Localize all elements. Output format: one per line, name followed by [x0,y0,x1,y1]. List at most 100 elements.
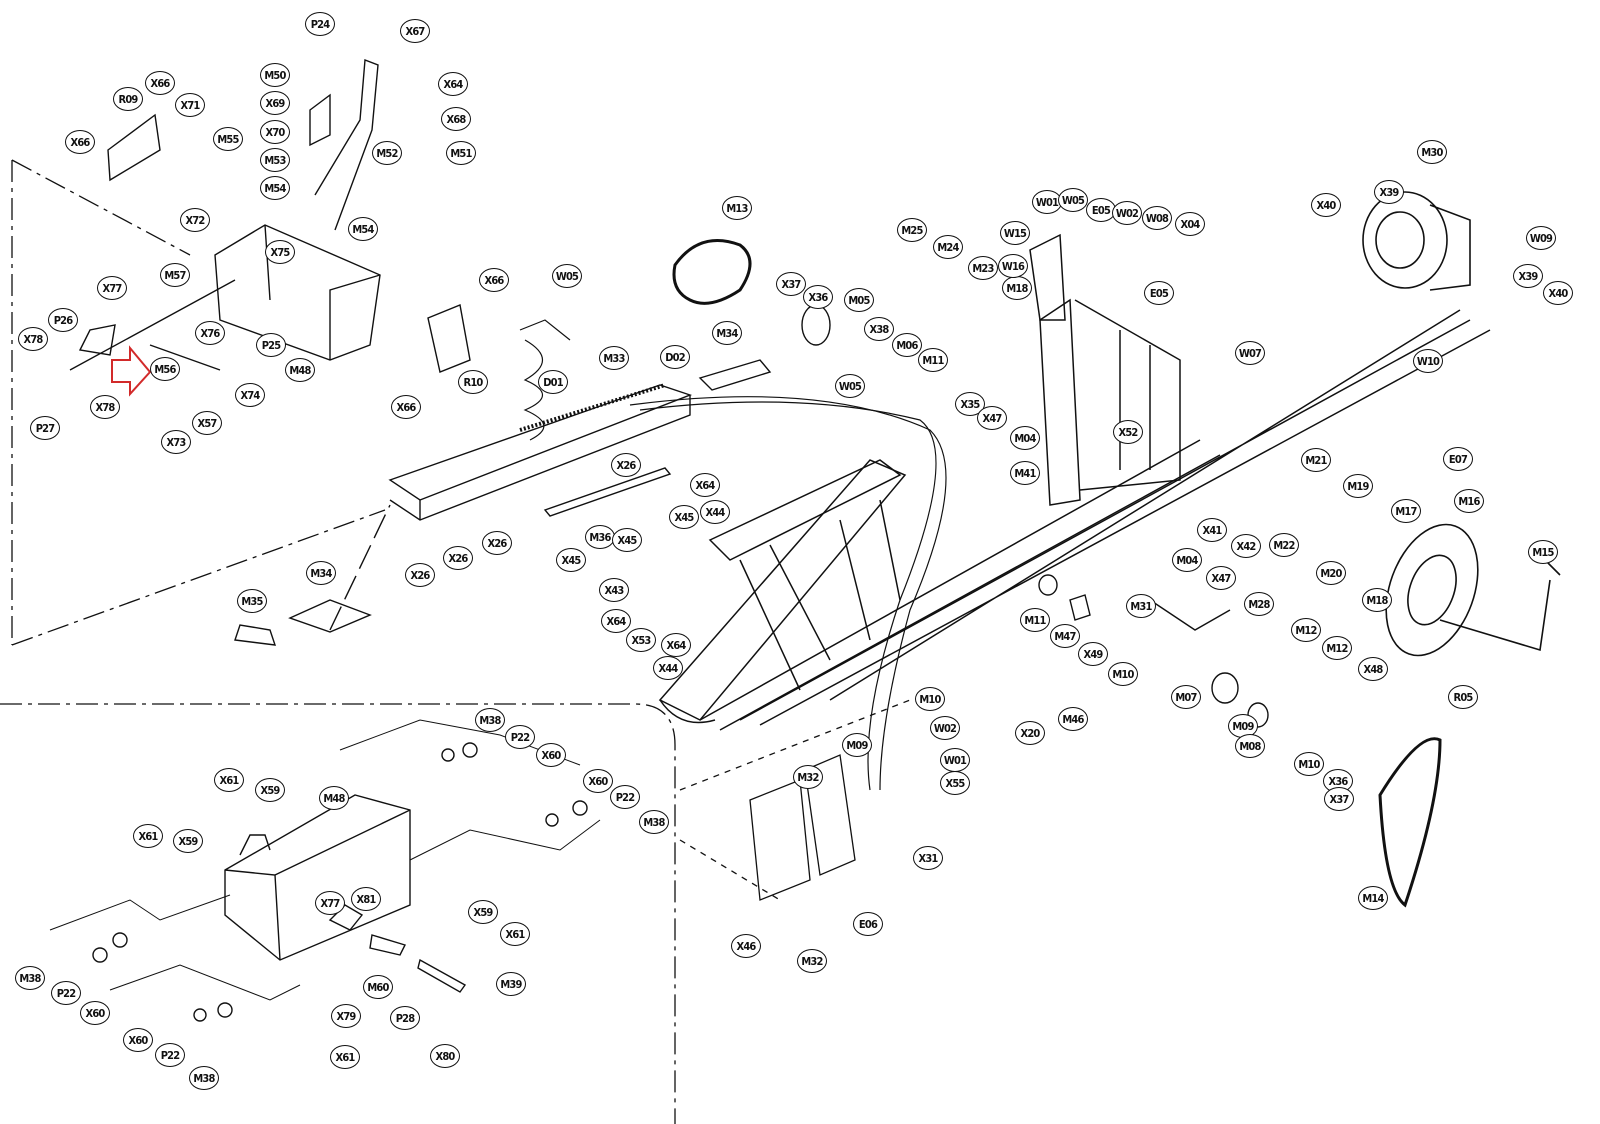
part-callout-x64: X64 [438,72,468,96]
part-callout-m25: M25 [897,218,927,242]
part-callout-m52: M52 [372,141,402,165]
part-callout-m22: M22 [1269,533,1299,557]
part-callout-x44: X44 [700,500,730,524]
part-callout-x41: X41 [1197,518,1227,542]
part-callout-m50: M50 [260,63,290,87]
part-callout-x48: X48 [1358,657,1388,681]
part-callout-x47: X47 [977,406,1007,430]
part-callout-x61: X61 [133,824,163,848]
part-callout-x55: X55 [940,771,970,795]
part-callout-x70: X70 [260,120,290,144]
part-callout-x43: X43 [599,578,629,602]
part-callout-x81: X81 [351,887,381,911]
part-callout-m12: M12 [1291,618,1321,642]
part-callout-x60: X60 [583,769,613,793]
highlight-arrow [111,345,152,397]
part-callout-x38: X38 [864,317,894,341]
part-callout-x20: X20 [1015,721,1045,745]
part-callout-r10: R10 [458,370,488,394]
part-callout-m13: M13 [722,196,752,220]
part-callout-m20: M20 [1316,561,1346,585]
part-callout-x64: X64 [690,473,720,497]
drive-belts [672,239,1442,908]
idler-parts [801,304,1269,728]
part-callout-m60: M60 [363,975,393,999]
part-callout-x75: X75 [265,240,295,264]
part-callout-x59: X59 [468,900,498,924]
part-callout-m54: M54 [260,176,290,200]
part-callout-x26: X26 [611,453,641,477]
part-callout-p22: P22 [155,1043,185,1067]
part-callout-m38: M38 [639,810,669,834]
part-callout-m39: M39 [496,972,526,996]
part-callout-w05: W05 [552,264,582,288]
part-callout-p22: P22 [505,725,535,749]
part-callout-w02: W02 [930,716,960,740]
part-callout-x40: X40 [1311,193,1341,217]
part-callout-e06: E06 [853,912,883,936]
part-callout-x59: X59 [173,829,203,853]
console-bracket [69,59,471,373]
part-callout-x66: X66 [65,130,95,154]
part-callout-w09: W09 [1526,226,1556,250]
part-callout-x66: X66 [391,395,421,419]
part-callout-m55: M55 [213,127,243,151]
part-callout-p22: P22 [610,785,640,809]
part-callout-x61: X61 [214,768,244,792]
assembly-boundaries [0,159,676,1124]
part-callout-x78: X78 [90,395,120,419]
part-callout-x61: X61 [330,1045,360,1069]
part-callout-p22: P22 [51,981,81,1005]
part-callout-m15: M15 [1528,540,1558,564]
part-callout-m56: M56 [150,357,180,381]
part-callout-m30: M30 [1417,140,1447,164]
part-callout-x67: X67 [400,19,430,43]
part-callout-x45: X45 [669,505,699,529]
part-callout-m36: M36 [585,525,615,549]
part-callout-m24: M24 [933,235,963,259]
part-callout-x39: X39 [1513,264,1543,288]
part-callout-x39: X39 [1374,180,1404,204]
part-callout-x31: X31 [913,846,943,870]
part-callout-m34: M34 [712,321,742,345]
part-callout-m41: M41 [1010,461,1040,485]
part-callout-m38: M38 [475,708,505,732]
part-callout-x52: X52 [1113,420,1143,444]
part-callout-p27: P27 [30,416,60,440]
part-callout-x60: X60 [123,1028,153,1052]
part-callout-x44: X44 [653,656,683,680]
part-callout-m12: M12 [1322,636,1352,660]
part-callout-e07: E07 [1443,447,1473,471]
part-callout-x64: X64 [601,609,631,633]
part-callout-x37: X37 [1324,787,1354,811]
part-callout-w08: W08 [1142,206,1172,230]
part-callout-w05: W05 [835,374,865,398]
part-callout-x59: X59 [255,778,285,802]
part-callout-x42: X42 [1231,534,1261,558]
part-callout-p28: P28 [390,1006,420,1030]
part-callout-w01: W01 [940,748,970,772]
part-callout-d01: D01 [538,370,568,394]
part-callout-p25: P25 [256,333,286,357]
part-callout-x77: X77 [315,891,345,915]
part-callout-m14: M14 [1358,886,1388,910]
part-callout-x57: X57 [192,411,222,435]
part-callout-m19: M19 [1343,474,1373,498]
part-callout-m04: M04 [1172,548,1202,572]
part-callout-d02: D02 [660,345,690,369]
part-callout-x49: X49 [1078,642,1108,666]
part-callout-m33: M33 [599,346,629,370]
part-callout-m06: M06 [892,333,922,357]
part-callout-x66: X66 [145,71,175,95]
part-callout-x45: X45 [556,548,586,572]
part-callout-m21: M21 [1301,448,1331,472]
part-callout-m32: M32 [793,765,823,789]
part-callout-m10: M10 [1108,662,1138,686]
part-callout-m53: M53 [260,148,290,172]
part-callout-x47: X47 [1206,566,1236,590]
part-callout-w16: W16 [998,254,1028,278]
part-callout-m17: M17 [1391,499,1421,523]
part-callout-m18: M18 [1002,276,1032,300]
part-callout-w07: W07 [1235,341,1265,365]
part-callout-m54: M54 [348,217,378,241]
